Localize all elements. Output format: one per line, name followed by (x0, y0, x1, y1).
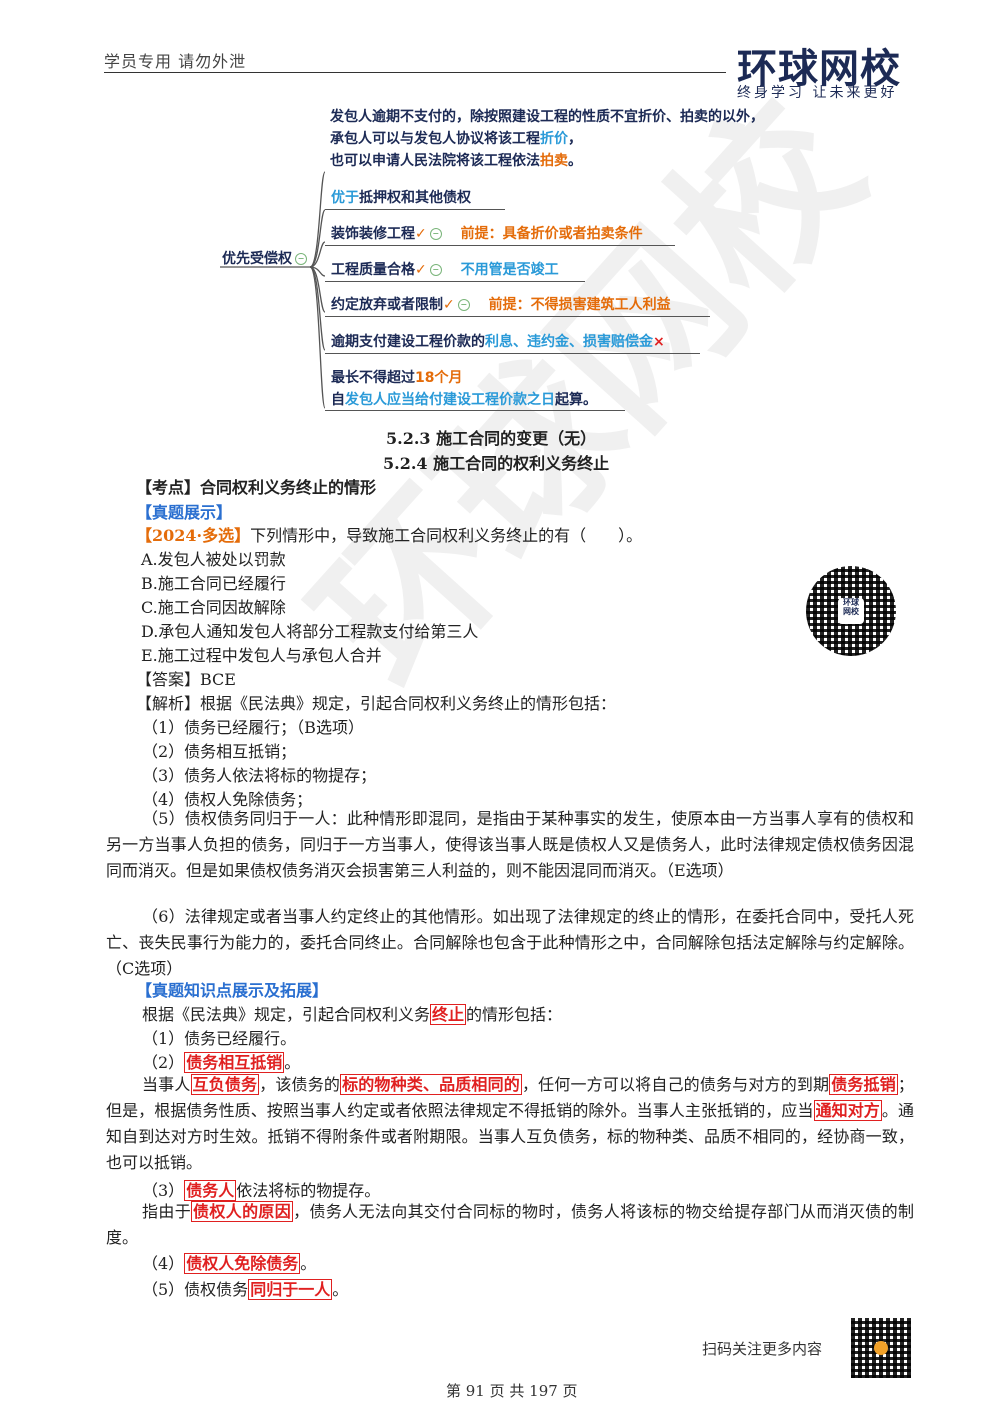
section-5-2-4: 5.2.4 施工合同的权利义务终止 (383, 454, 610, 473)
mindmap-branch-waiver: 约定放弃或者限制✓− 前提：不得损害建筑工人利益 (331, 297, 671, 313)
analysis-item-3: （3）债务人依法将标的物提存； (142, 766, 377, 785)
qr-center-logo: 环球网校 (838, 598, 864, 624)
mindmap-branch-decoration: 装饰装修工程✓− 前提：具备折价或者拍卖条件 (331, 226, 643, 242)
analysis-item-4: （4）债权人免除债务； (142, 790, 313, 809)
kaodian-heading: 【考点】合同权利义务终止的情形 (136, 478, 377, 497)
scan-prompt: 扫码关注更多内容 (702, 1340, 823, 1358)
collapse-icon: − (295, 253, 307, 265)
collapse-icon: − (429, 264, 442, 276)
zhenti-label: 【真题展示】 (136, 503, 233, 522)
analysis-item-2: （2）债务相互抵销； (142, 742, 297, 761)
mindmap-connectors (220, 171, 326, 409)
header-divider (104, 72, 726, 73)
mindmap-branch-priority: 优于抵押权和其他债权 (331, 190, 471, 206)
analysis-item-5: （5）债权债务同归于一人：此种情形即混同，是指由于某种事实的发生，使原本由一方当… (106, 809, 914, 880)
mindmap-branch-quality: 工程质量合格✓− 不用管是否竣工 (331, 262, 559, 278)
brand-slogan: 终身学习 让未来更好 (737, 85, 898, 101)
expand-item-1: （1）债务已经履行。 (142, 1029, 297, 1048)
option-c: C.施工合同因故解除 (141, 598, 286, 617)
analysis-intro: 【解析】根据《民法典》规定，引起合同权利义务终止的情形包括： (136, 694, 617, 713)
cross-icon: × (653, 334, 665, 350)
expand-offset-paragraph: 当事人互负债务，该债务的标的物种类、品质相同的，任何一方可以将自己的债务与对方的… (106, 1074, 914, 1172)
check-icon: ✓ (443, 297, 455, 313)
analysis-item-1: （1）债务已经履行；（B选项） (142, 718, 364, 737)
expand-label: 【真题知识点展示及拓展】 (136, 981, 329, 1000)
mindmap-branch-period: 最长不得超过18个月 自发包人应当给付建设工程价款之日起算。 (331, 370, 597, 408)
expand-item-2: （2）债务相互抵销。 (142, 1052, 301, 1073)
section-5-2-3: 5.2.3 施工合同的变更（无） (386, 429, 597, 448)
collapse-icon: − (457, 299, 470, 311)
expand-item-4: （4）债权人免除债务。 (142, 1253, 317, 1274)
check-icon: ✓ (415, 262, 427, 278)
option-b: B.施工合同已经履行 (141, 574, 286, 593)
answer: 【答案】BCE (136, 670, 236, 689)
analysis-item-6: （6）法律规定或者当事人约定终止的其他情形。如出现了法律规定的终止的情形，在委托… (106, 907, 914, 978)
check-icon: ✓ (415, 226, 427, 242)
expand-item-3: （3）债务人依法将标的物提存。 (142, 1180, 381, 1201)
expand-intro: 根据《民法典》规定，引起合同权利义务终止的情形包括： (142, 1004, 563, 1025)
option-e: E.施工过程中发包人与承包人合并 (141, 646, 382, 665)
mindmap-branch-sale: 发包人逾期不支付的，除按照建设工程的性质不宜折价、拍卖的以外， 承包人可以与发包… (330, 109, 764, 169)
expand-deposit-paragraph: 指由于债权人的原因，债务人无法向其交付合同标的物时，债务人将该标的物交给提存部门… (106, 1201, 914, 1247)
expand-item-5: （5）债权债务同归于一人。 (142, 1279, 349, 1300)
qr-center-logo (874, 1341, 888, 1355)
header-notice: 学员专用 请勿外泄 (104, 52, 247, 71)
option-d: D.承包人通知发包人将部分工程款支付给第三人 (141, 622, 479, 641)
option-a: A.发包人被处以罚款 (141, 550, 286, 569)
mindmap-root: 优先受偿权− (222, 248, 307, 268)
brand-logo: 环球网校 (737, 46, 901, 92)
question-stem: 【2024·多选】下列情形中，导致施工合同权利义务终止的有（ ）。 (136, 526, 643, 545)
collapse-icon: − (429, 228, 442, 240)
mindmap-branch-interest: 逾期支付建设工程价款的利息、违约金、损害赔偿金× (331, 334, 665, 350)
page-number: 第 91 页 共 197 页 (446, 1382, 578, 1400)
